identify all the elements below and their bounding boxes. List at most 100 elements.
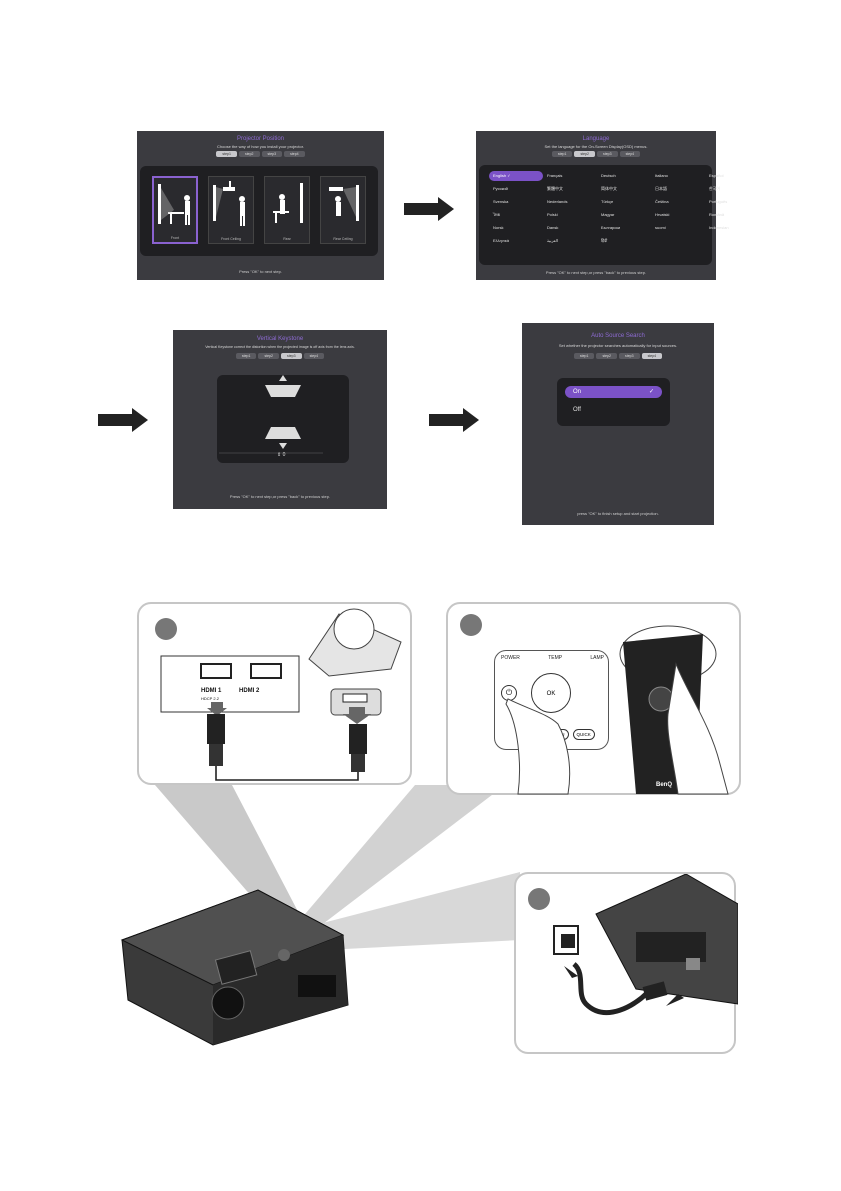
front-projection-icon [158, 184, 190, 225]
step-tab: step2 [574, 151, 595, 157]
screen-title: Vertical Keystone [256, 336, 304, 342]
power-indicator-label: POWER [501, 655, 520, 661]
keystone-preview [219, 375, 323, 454]
step-tab: step4 [303, 353, 325, 359]
next-arrow-icon [429, 408, 479, 432]
language-option[interactable]: Norsk [493, 225, 504, 230]
language-option[interactable]: 简体中文 [601, 186, 617, 191]
screen-title: Projector Position [236, 136, 285, 142]
language-option[interactable]: Magyar [601, 212, 615, 217]
step-tab: step2 [238, 151, 260, 157]
language-option[interactable]: Čeština [655, 199, 669, 204]
language-option[interactable]: Português [709, 199, 728, 204]
option-off-label: Off [573, 407, 581, 413]
option-label: Rear Ceiling [333, 237, 353, 241]
option-label: Front [170, 236, 180, 240]
language-option[interactable]: Italiano [655, 173, 668, 178]
language-option[interactable]: العربية [547, 238, 558, 243]
step-tab: step3 [281, 353, 302, 359]
step-tab: step2 [596, 353, 617, 359]
power-icon: ⏻ [505, 688, 513, 697]
step-number-icon [528, 888, 550, 910]
position-option-front-ceiling[interactable]: Front Ceiling [208, 176, 254, 244]
screen-footer: Press "OK" to next step. [239, 269, 282, 274]
hdmi-illustration [160, 608, 402, 781]
option-on[interactable]: On ✓ [565, 386, 662, 398]
step-tabs: step1 step2 step3 step4 [173, 353, 387, 359]
hdmi2-port-label: HDMI 2 [239, 688, 260, 694]
language-option[interactable]: ไทย [493, 212, 500, 217]
step-tabs: step1 step2 step3 step4 [522, 353, 714, 359]
source-options-panel: On ✓ Off [557, 378, 670, 426]
projector-illustration [120, 889, 349, 1046]
step-tabs: step1 step2 step3 step4 [476, 151, 716, 157]
language-option[interactable]: Ελληνικά [493, 238, 510, 243]
language-option[interactable]: Nederlands [547, 199, 568, 204]
language-option[interactable]: Hrvatski [655, 212, 670, 217]
step-tab: step1 [551, 151, 573, 157]
step-tab: step4 [619, 151, 641, 157]
language-option[interactable]: Polski [547, 212, 558, 217]
power-on-callout: POWER TEMP LAMP ⏻ OK BACK MENU QUICK Ben… [446, 602, 741, 795]
step-number-icon [155, 618, 177, 640]
screen-subtitle: Set the language for the On-Screen Displ… [544, 144, 648, 149]
keystone-value-text: 0 [282, 452, 286, 458]
language-option[interactable]: Български [601, 225, 621, 230]
language-option[interactable]: Français [547, 173, 563, 178]
language-option[interactable]: suomi [655, 225, 666, 230]
language-option[interactable]: Deutsch [601, 173, 616, 178]
language-option[interactable]: English ✓ [489, 171, 543, 181]
check-icon: ✓ [506, 173, 511, 178]
position-option-front[interactable]: Front [152, 176, 198, 244]
language-option[interactable]: Dansk [547, 225, 559, 230]
position-option-rear[interactable]: Rear [264, 176, 310, 244]
temp-indicator-label: TEMP [548, 655, 563, 661]
language-screen: Language Set the language for the On-Scr… [476, 131, 729, 280]
option-off[interactable]: Off [565, 404, 662, 416]
hdmi1-port-label: HDMI 1 [201, 688, 222, 694]
position-options-panel: Front Front Ceiling Rear [140, 166, 378, 256]
screen-footer: Press "OK" to next step,or press "back" … [229, 494, 331, 499]
language-option[interactable]: Español [709, 173, 724, 178]
hdcp-label: HDCP 2.2 [201, 696, 219, 701]
lamp-indicator-label: LAMP [590, 655, 604, 661]
language-option[interactable]: 한국어 [709, 186, 721, 191]
screen-subtitle: Vertical Keystone correct the distortion… [205, 345, 355, 349]
remote-brand-label: BenQ [656, 782, 673, 788]
next-arrow-icon [98, 408, 148, 432]
step-tab: step2 [258, 353, 279, 359]
step-tab: step3 [597, 151, 618, 157]
step-tab: step4 [641, 353, 663, 359]
next-arrow-icon [404, 197, 454, 221]
screen-footer: Press "OK" to next step,or press "back" … [545, 270, 647, 275]
language-option[interactable]: Русский [493, 186, 508, 191]
front-ceiling-icon [213, 181, 245, 226]
screen-title: Auto Source Search [591, 333, 645, 339]
option-on-label: On [573, 389, 582, 395]
rear-ceiling-icon [329, 185, 359, 221]
language-option[interactable]: Indonesian [709, 225, 729, 230]
check-icon: ✓ [648, 389, 654, 395]
position-option-rear-ceiling[interactable]: Rear Ceiling [320, 176, 366, 244]
language-option[interactable]: 繁體中文 [547, 186, 563, 191]
screen-title: Language [582, 136, 610, 142]
step-tab: step4 [284, 151, 305, 157]
step-number-icon [460, 614, 482, 636]
step-tab: step3 [261, 151, 283, 157]
ok-dpad[interactable]: OK [531, 673, 571, 713]
language-option[interactable]: 日本語 [655, 186, 667, 191]
step-tab: step1 [235, 353, 257, 359]
step-tabs: step1 step2 step3 step4 [137, 151, 384, 157]
quick-key[interactable]: QUICK [572, 729, 595, 740]
language-option[interactable]: Svenska [493, 199, 509, 204]
language-option[interactable]: Türkçe [601, 199, 614, 204]
hand-and-remote-illustration [505, 625, 729, 795]
keystone-panel: ⇕ 0 [217, 375, 349, 463]
language-option[interactable]: Română [709, 212, 725, 217]
screen-footer: press "OK" to finish setup and start pro… [577, 511, 659, 516]
keystone-value[interactable]: ⇕ 0 [277, 452, 285, 458]
screen-subtitle: Choose the way of how you install your p… [217, 144, 304, 149]
projector-position-screen: Projector Position Choose the way of how… [137, 131, 384, 280]
screen-subtitle: Set whether the projector searches autom… [558, 343, 678, 348]
language-option[interactable]: हिंदी [601, 238, 608, 243]
